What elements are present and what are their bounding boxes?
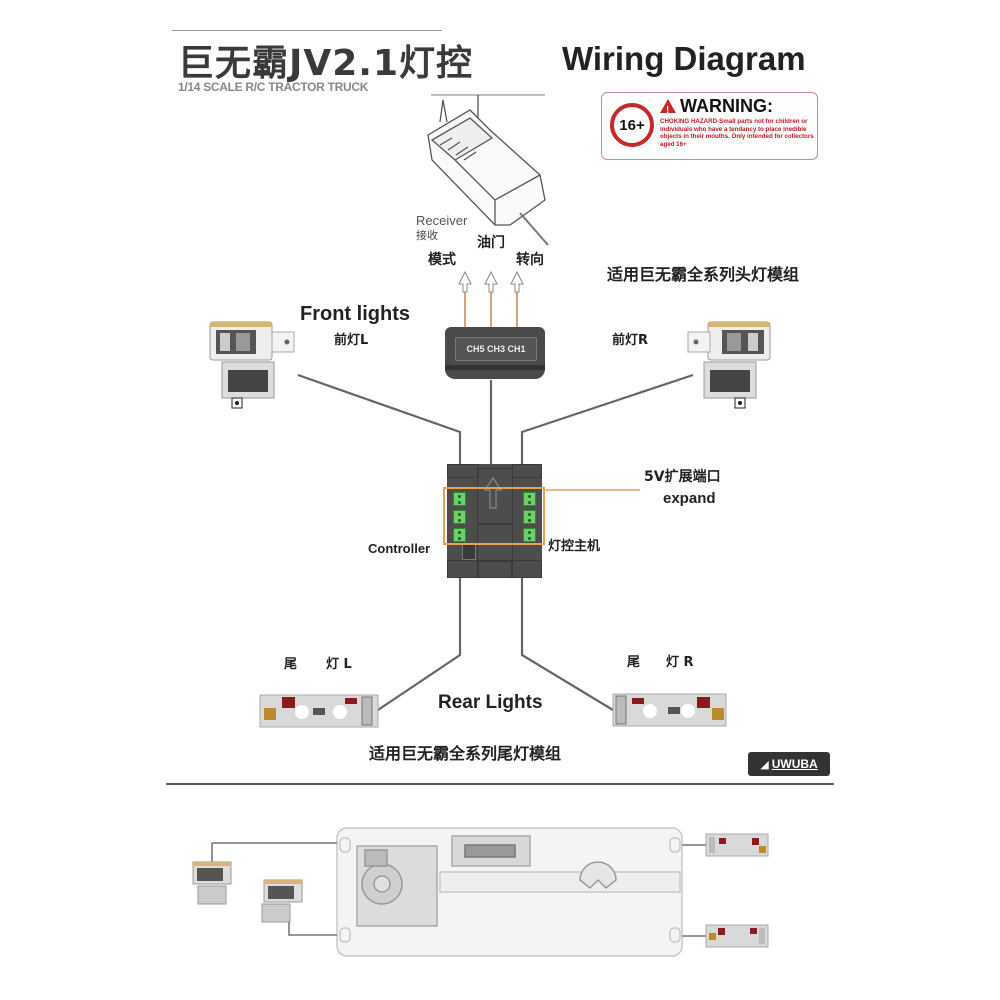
- front-light-right-label: 前灯R: [612, 333, 649, 348]
- wire-front-right: [520, 373, 694, 464]
- connector-port: [523, 492, 536, 506]
- channel-module-label: CH5 CH3 CH1: [455, 337, 537, 361]
- wires: [297, 373, 694, 711]
- controller-unit: [447, 464, 542, 578]
- rear-light-right-label-b: 灯 R: [666, 655, 694, 670]
- power-connector: [462, 544, 476, 560]
- diagram-title: Wiring Diagram: [562, 40, 806, 77]
- front-light-right-image: [687, 321, 771, 409]
- channel-label-throttle: 油门: [477, 235, 505, 251]
- warning-heading-text: WARNING:: [680, 96, 773, 116]
- channel-wires: [458, 270, 524, 328]
- front-lights-heading: Front lights: [300, 303, 410, 325]
- rear-light-right-label-a: 尾: [627, 655, 641, 670]
- product-subtitle: 1/14 SCALE R/C TRACTOR TRUCK: [178, 80, 369, 94]
- warning-label: 16+ WARNING: CHOKING HAZARD-Small parts …: [601, 92, 818, 160]
- title-rule: [172, 30, 442, 31]
- controller-label: Controller: [368, 541, 431, 556]
- connector-port: [523, 528, 536, 542]
- product-title: 巨无霸JV2.1灯控: [178, 43, 474, 84]
- chassis-rear-boards: [705, 833, 769, 948]
- logo-mark-icon: ◢: [760, 758, 769, 771]
- wire-front-left: [297, 373, 462, 464]
- arrow-up-icon: [483, 476, 503, 509]
- age-badge: 16+: [610, 103, 654, 147]
- rear-light-left-board: [259, 694, 379, 728]
- controller-label-cn: 灯控主机: [548, 539, 601, 554]
- arrow-up-icon: [458, 270, 472, 293]
- warning-heading: WARNING:: [660, 96, 773, 121]
- channel-label-steering: 转向: [516, 252, 544, 268]
- connector-port: [453, 510, 466, 524]
- channel-module: CH5 CH3 CH1: [445, 327, 545, 379]
- taillight-compat-note: 适用巨无霸全系列尾灯模组: [369, 744, 562, 763]
- rear-light-right-board: [612, 693, 727, 727]
- warning-triangle-icon: [660, 99, 676, 121]
- headlight-compat-note: 适用巨无霸全系列头灯模组: [607, 265, 800, 284]
- front-light-left-image: [209, 321, 295, 409]
- wire-rear-left: [377, 578, 462, 711]
- rear-light-left-label-b: 灯 L: [326, 657, 352, 672]
- section-divider: [166, 783, 834, 785]
- connector-port: [453, 528, 466, 542]
- connector-port: [453, 492, 466, 506]
- expand-port-label-cn: 5V扩展端口: [644, 469, 721, 485]
- channel-label-mode: 模式: [428, 252, 456, 268]
- rear-light-left-label-a: 尾: [284, 657, 298, 672]
- front-light-left-label: 前灯L: [334, 333, 369, 348]
- truck-chassis-overview: [336, 827, 683, 957]
- arrow-up-icon: [510, 270, 524, 293]
- rear-lights-heading: Rear Lights: [438, 692, 543, 713]
- brand-logo-text: UWUBA: [771, 757, 818, 771]
- expand-port-highlight: [443, 487, 545, 545]
- warning-text: CHOKING HAZARD-Small parts not for child…: [660, 118, 814, 148]
- receiver-label: Receiver: [416, 213, 468, 228]
- wire-rear-right: [520, 578, 614, 711]
- expand-port-label: expand: [663, 490, 716, 507]
- receiver-label-cn: 接收: [416, 229, 438, 242]
- connector-port: [523, 510, 536, 524]
- receiver-drawing: [427, 94, 549, 246]
- brand-logo: ◢ UWUBA: [748, 752, 830, 776]
- chassis-front-lights: [192, 861, 303, 923]
- arrow-up-icon: [484, 270, 498, 293]
